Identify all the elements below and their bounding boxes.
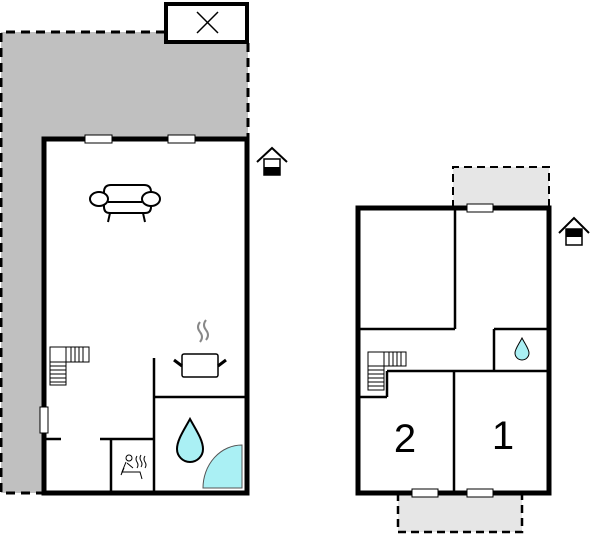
ground-floor — [0, 2, 288, 496]
water-drop-icon — [514, 336, 530, 361]
window — [466, 488, 494, 498]
upper-floor: 2 1 — [355, 166, 590, 534]
balcony-north — [453, 167, 549, 208]
room-label-bedroom-1: 1 — [492, 414, 514, 458]
terrace-area — [1, 32, 248, 493]
window — [466, 203, 494, 213]
window — [39, 406, 49, 434]
terrace-outline — [0, 30, 250, 495]
shower-icon — [202, 444, 243, 489]
sofa-icon — [89, 184, 161, 223]
entrance-icon — [558, 216, 590, 246]
staircase-icon — [49, 346, 90, 386]
sauna-icon — [120, 454, 147, 480]
window — [167, 134, 196, 144]
balcony-south — [398, 493, 522, 532]
carport-x-icon — [196, 11, 219, 34]
window — [411, 488, 439, 498]
interior-walls — [358, 208, 549, 493]
staircase-icon — [367, 351, 407, 391]
room-label-bedroom-2: 2 — [394, 417, 416, 461]
entrance-icon — [256, 146, 288, 176]
interior-walls — [44, 358, 247, 493]
water-drop-icon — [175, 416, 205, 463]
window — [84, 134, 113, 144]
cooking-pot-icon — [173, 319, 227, 378]
ground-floor-outer-wall — [41, 136, 250, 496]
